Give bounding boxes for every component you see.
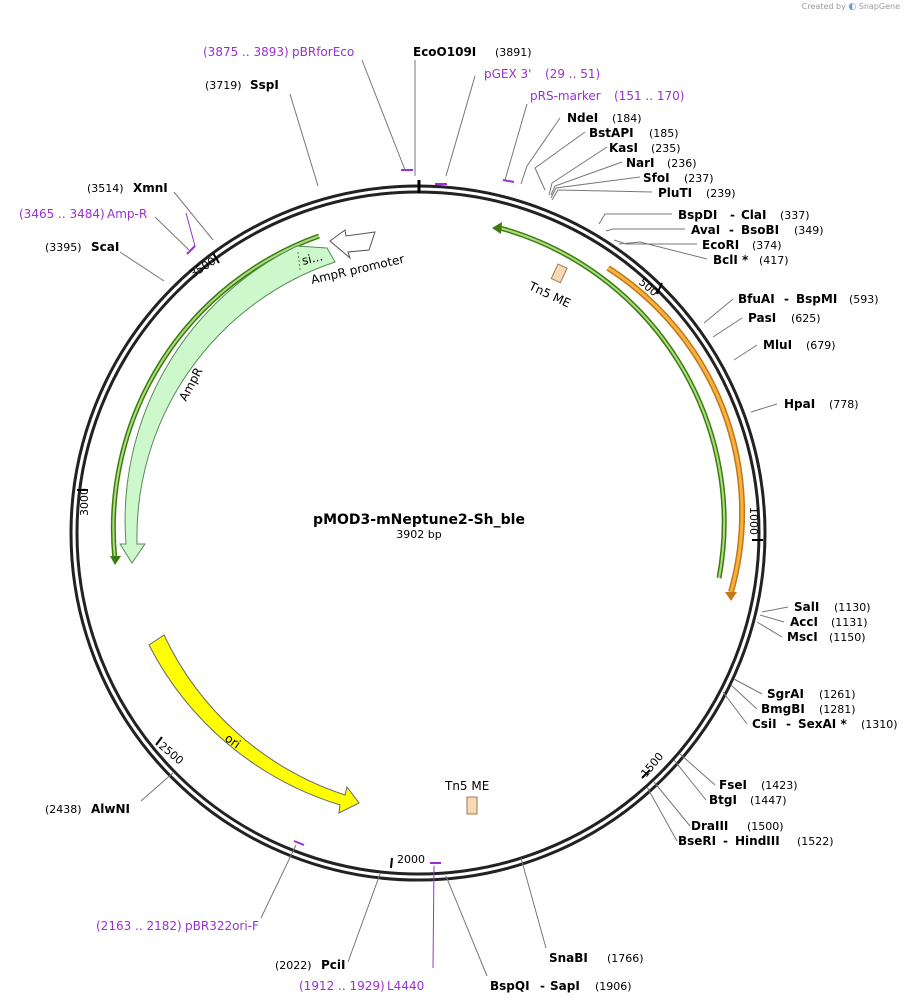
enzyme-labels: EcoO109I (3891) (3719) SspI NdeI (184) B… <box>45 41 898 994</box>
leader-lines <box>119 59 789 977</box>
enzyme-csii-sexai: CsiI - SexAI * (1310) <box>752 713 898 732</box>
primer-labels: (3875 .. 3893) pBRforEco pGEX 3' (29 .. … <box>19 41 684 994</box>
enzyme-pcii: (2022) PciI <box>275 954 346 973</box>
primer-prs-marker: pRS-marker (151 .. 170) <box>530 85 684 104</box>
enzyme-bstapi: BstAPI (185) <box>589 122 679 141</box>
tick-label-2500: 2500 <box>156 739 186 767</box>
green-feature-arrowhead <box>492 222 502 234</box>
primer-l4440-name: L4440 <box>387 979 424 993</box>
enzyme-alwni: (2438) AlwNI <box>45 798 130 817</box>
snapgene-logo-icon: ◐ <box>848 2 857 12</box>
enzyme-ecoo109i: EcoO109I (3891) <box>413 41 532 60</box>
primer-pbr322ori-f-name: pBR322ori-F <box>185 919 259 933</box>
primer-l4440-range: (1912 .. 1929) <box>299 979 385 993</box>
primer-pgex3-range: (29 .. 51) <box>545 67 600 81</box>
enzyme-fsei: FseI (1423) <box>719 774 798 793</box>
ampr-outer-arrowhead <box>110 556 121 565</box>
enzyme-sali: SalI (1130) <box>794 596 871 615</box>
enzyme-bspdi-clai: BspDI - ClaI (337) <box>678 204 810 223</box>
primer-pbr322ori-f-range: (2163 .. 2182) <box>96 919 182 933</box>
tn5-me-top-box <box>550 263 568 284</box>
green-feature-arc-inner <box>499 227 726 579</box>
primer-l4440: (1912 .. 1929) L4440 <box>299 975 424 994</box>
tick-label-3500: 3500 <box>188 254 219 280</box>
enzyme-scai: (3395) ScaI <box>45 236 119 255</box>
primer-pbrforeco: (3875 .. 3893) pBRforEco <box>203 41 354 60</box>
sig-label: si... <box>300 249 324 268</box>
ori-arrow <box>148 634 360 814</box>
tick-label-1500: 1500 <box>638 750 666 780</box>
orange-feature-arc-inner <box>607 266 744 593</box>
enzyme-mlui: MluI (679) <box>763 334 836 353</box>
orange-feature-arrowhead <box>725 592 737 601</box>
primer-amp-r-range: (3465 .. 3484) <box>19 207 105 221</box>
snapgene-credit: Created by ◐ SnapGene <box>802 2 900 12</box>
plasmid-name: pMOD3-mNeptune2-Sh_ble <box>313 512 525 528</box>
ampr-promoter-arrow <box>329 229 376 260</box>
ampr-arrow <box>119 245 336 564</box>
enzyme-bmgbi: BmgBI (1281) <box>761 698 856 717</box>
enzyme-ndei: NdeI (184) <box>567 107 642 126</box>
enzyme-pasi: PasI (625) <box>748 307 821 326</box>
enzyme-nari: NarI (236) <box>626 152 697 171</box>
primer-amp-r: (3465 .. 3484) Amp-R <box>19 203 147 222</box>
tick-label-3000: 3000 <box>78 488 91 516</box>
enzyme-msci: MscI (1150) <box>787 626 866 645</box>
primer-marks <box>186 169 515 864</box>
plasmid-length: 3902 bp <box>396 528 441 541</box>
enzyme-btgi: BtgI (1447) <box>709 789 787 808</box>
primer-pbrforeco-name: pBRforEco <box>292 45 354 59</box>
enzyme-bseri-hindiii: BseRI - HindIII (1522) <box>678 830 834 849</box>
enzyme-sgrai: SgrAI (1261) <box>767 683 856 702</box>
primer-pbrforeco-range: (3875 .. 3893) <box>203 45 289 59</box>
tn5-me-bottom-box <box>466 796 478 815</box>
primer-pgex3: pGEX 3' (29 .. 51) <box>484 63 600 82</box>
enzyme-pluti: PluTI (239) <box>658 182 736 201</box>
enzyme-hpai: HpaI (778) <box>784 393 859 412</box>
ampr-outer-arc <box>110 233 320 561</box>
tn5-me-top-label: Tn5 ME <box>526 279 573 311</box>
credit-logo-text: SnapGene <box>858 2 900 11</box>
enzyme-sspi: (3719) SspI <box>205 74 279 93</box>
primer-prs-marker-range: (151 .. 170) <box>614 89 684 103</box>
enzyme-bspqi-sapi: BspQI - SapI (1906) <box>490 975 632 994</box>
tick-label-1000: 1000 <box>747 507 760 535</box>
primer-pgex3-name: pGEX 3' <box>484 67 531 81</box>
enzyme-draiii: DraIII (1500) <box>691 815 784 834</box>
credit-created-by: Created by <box>801 2 846 11</box>
enzyme-bfuai-bspmi: BfuAI - BspMI (593) <box>738 288 879 307</box>
enzyme-ecori: EcoRI (374) <box>702 234 782 253</box>
enzyme-acci: AccI (1131) <box>790 611 868 630</box>
primer-pbr322ori-f: (2163 .. 2182) pBR322ori-F <box>96 915 259 934</box>
ampr-outer-arc-inner <box>112 235 320 561</box>
ampr-signal-divider <box>297 251 301 271</box>
enzyme-snabi: SnaBI (1766) <box>549 947 644 966</box>
primer-prs-marker-name: pRS-marker <box>530 89 601 103</box>
tn5-me-bottom-label: Tn5 ME <box>444 779 489 793</box>
tick-label-2000: 2000 <box>397 853 425 866</box>
enzyme-sfoi: SfoI (237) <box>643 167 714 186</box>
primer-amp-r-name: Amp-R <box>107 207 147 221</box>
enzyme-avai-bsobi: AvaI - BsoBI (349) <box>691 219 824 238</box>
enzyme-bcli: BclI * (417) <box>713 249 789 268</box>
enzyme-xmni: (3514) XmnI <box>87 177 168 196</box>
enzyme-kasi: KasI (235) <box>609 137 681 156</box>
